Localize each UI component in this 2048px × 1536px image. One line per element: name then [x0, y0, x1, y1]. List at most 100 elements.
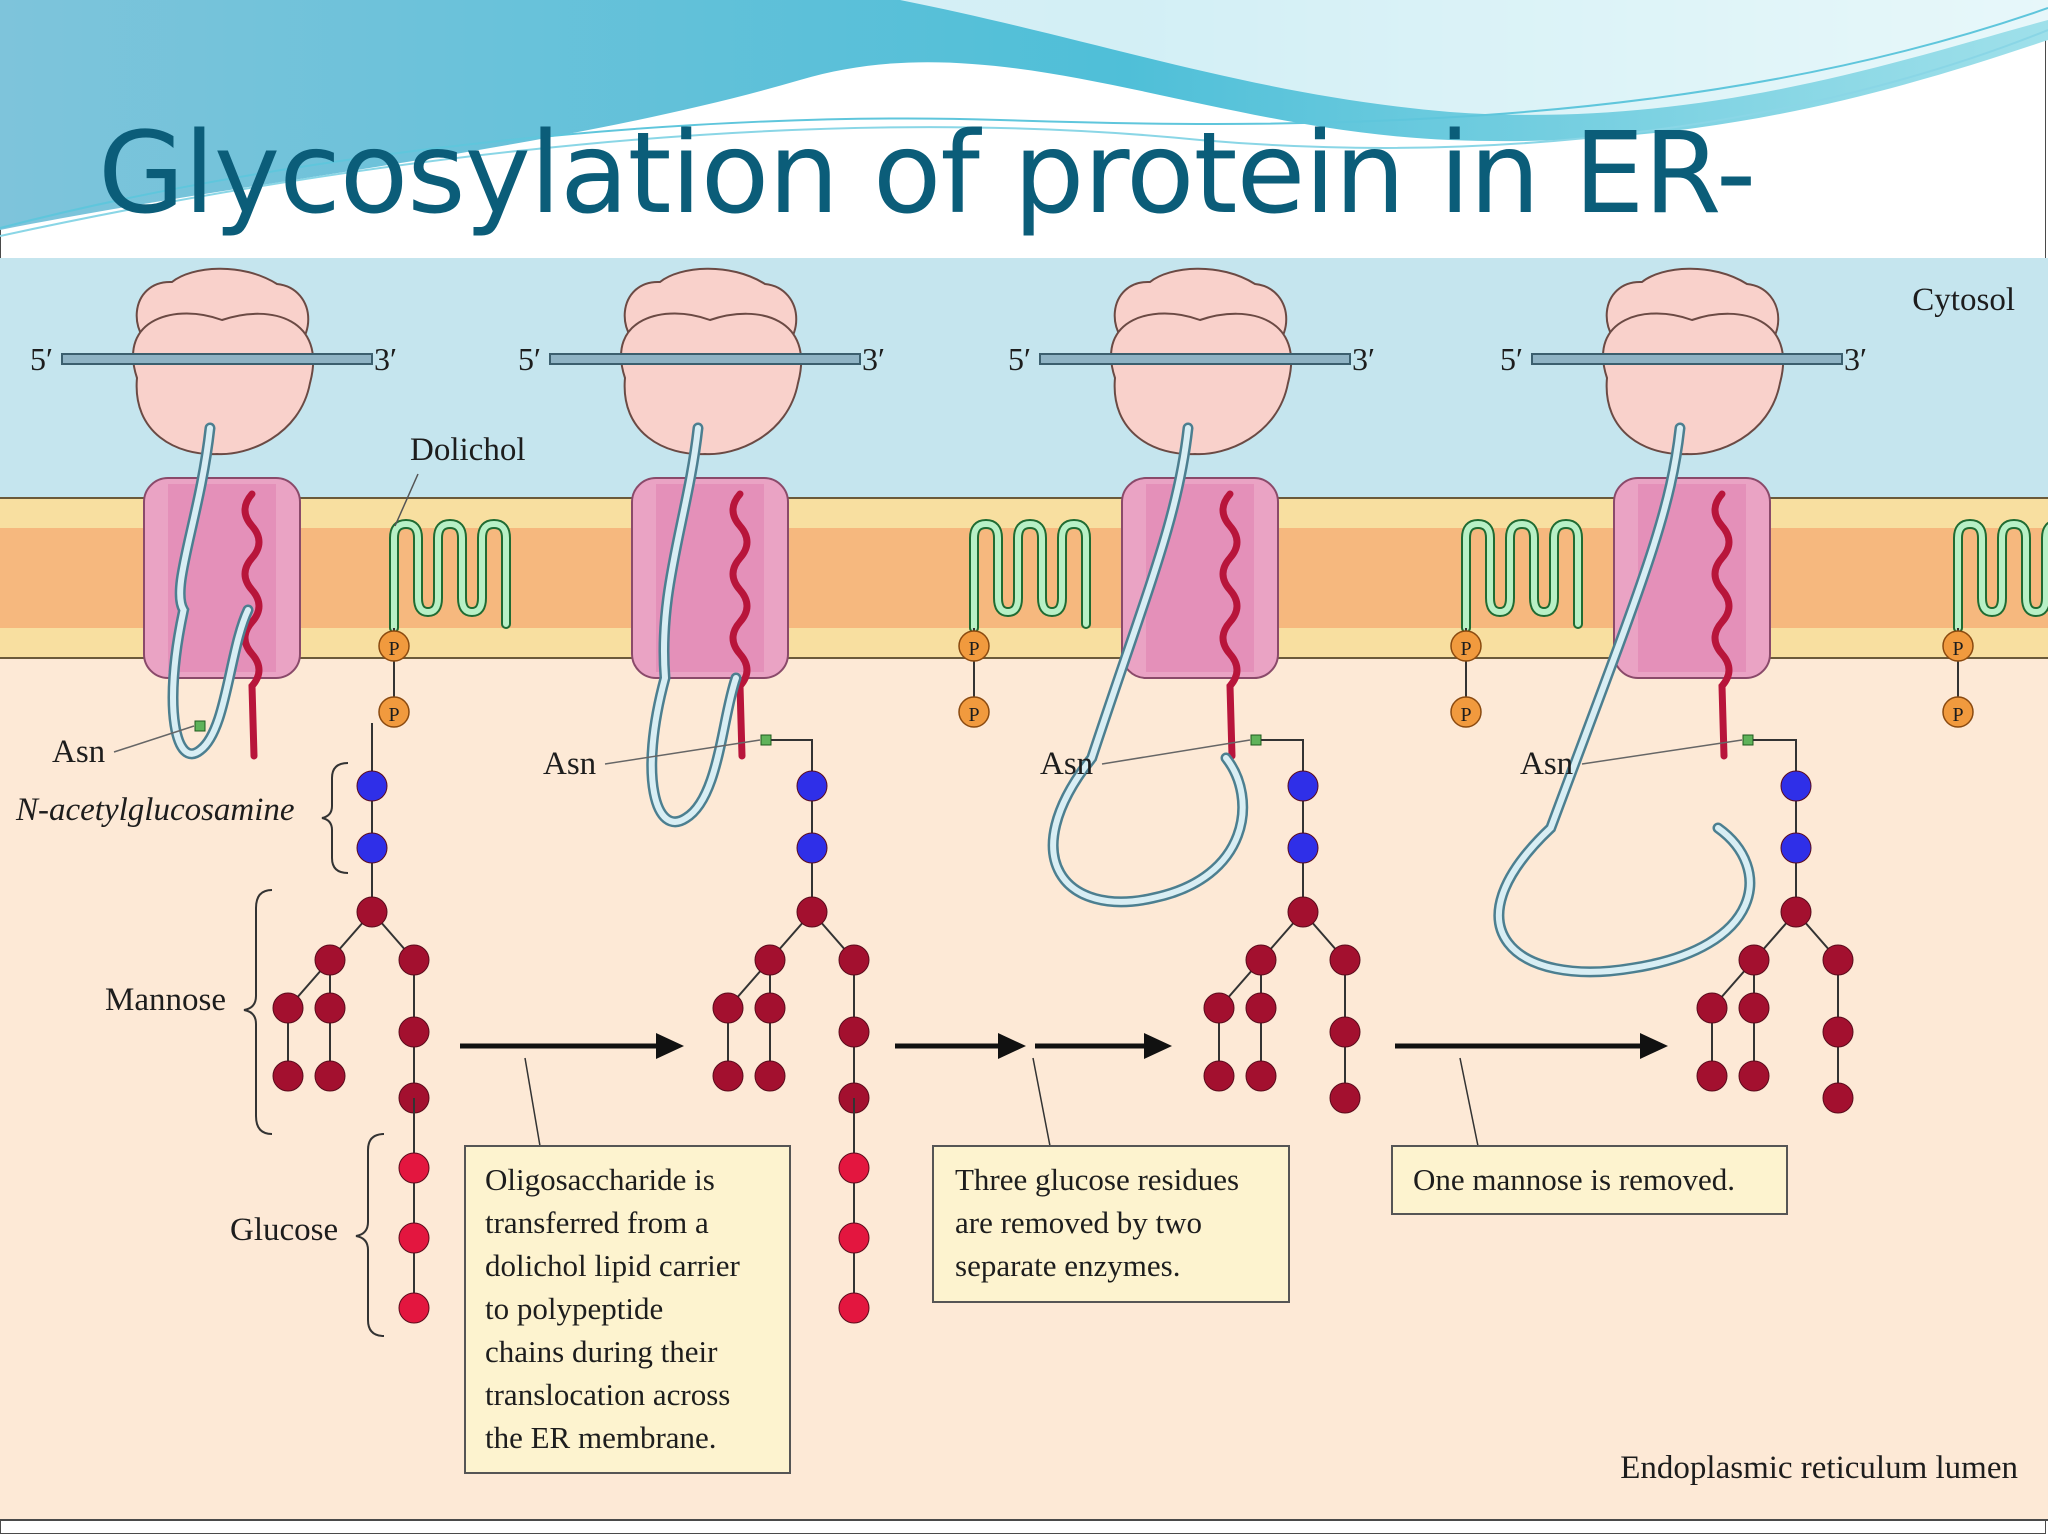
phosphate-label: P	[1460, 638, 1471, 660]
component-labels: Dolichol N-acetylglucosamine Mannose Glu…	[15, 432, 525, 1337]
mrna-strand	[61, 353, 373, 365]
glycosylation-diagram: Cytosol Endoplasmic reticulum lumen 5′ 3′…	[0, 258, 2048, 1521]
dolichol-lipid	[1955, 520, 2048, 631]
callout-step-2: Three glucose residues are removed by tw…	[932, 1057, 1290, 1303]
phosphate	[1450, 630, 1482, 662]
mannose-residue	[1738, 992, 1770, 1024]
wave-line	[0, 29, 2048, 237]
phosphate	[958, 696, 990, 728]
mannose-residue	[754, 944, 786, 976]
signal-sequence	[1711, 490, 1733, 760]
asn-residue	[1742, 734, 1754, 746]
mannose-residue	[1822, 1082, 1854, 1114]
mrna-5-prime: 5′	[30, 341, 53, 377]
slide-title: Glycosylation of protein in ER-	[98, 109, 1756, 239]
n-acetylglucosamine-brace	[321, 762, 349, 874]
mrna-3-prime: 3′	[862, 341, 885, 377]
asn-label: Asn	[543, 746, 596, 782]
dolichol-lipid	[1463, 520, 1581, 631]
translocon-channel	[1146, 484, 1254, 672]
glucose-brace	[355, 1133, 385, 1337]
cytosol-label: Cytosol	[1912, 282, 2015, 318]
mannose-residue	[314, 944, 346, 976]
callout-box	[932, 1145, 1290, 1303]
polypeptide-chain	[170, 425, 251, 757]
mannose-residue	[1696, 992, 1728, 1024]
mrna-strand	[1531, 353, 1843, 365]
dolichol-lipid	[971, 520, 1089, 631]
mannose-residue	[712, 1060, 744, 1092]
mannose-residue	[838, 1016, 870, 1048]
asn-label: Asn	[1040, 746, 1093, 782]
asn-label: Asn	[1520, 746, 1573, 782]
mannose-residue	[1245, 992, 1277, 1024]
ribosome-large-subunit	[132, 312, 315, 456]
phosphate-label: P	[968, 638, 979, 660]
mannose-residue	[398, 944, 430, 976]
glucose-label: Glucose	[230, 1212, 338, 1248]
asn-residue	[194, 720, 206, 732]
mannose-residue	[796, 896, 828, 928]
ribosome-large-subunit	[620, 312, 803, 456]
callout-text: Three glucose residues are removed by tw…	[955, 1162, 1247, 1283]
callout-text: Oligosaccharide is transferred from a do…	[485, 1162, 748, 1455]
phosphate	[378, 696, 410, 728]
mannose-residue	[754, 1060, 786, 1092]
callout-box	[464, 1145, 791, 1474]
n-acetylglucosamine-residue	[796, 770, 828, 802]
asn-leader	[1581, 739, 1743, 765]
dolichol-leader	[394, 473, 419, 527]
phosphate	[378, 630, 410, 662]
mrna-3-prime: 3′	[374, 341, 397, 377]
polypeptide-chain	[1050, 425, 1246, 905]
ribosome-large-subunit	[1110, 312, 1293, 456]
mrna-strand	[1039, 353, 1351, 365]
mannose-residue	[1738, 1060, 1770, 1092]
mannose-residue	[314, 992, 346, 1024]
mrna-5-prime: 5′	[518, 341, 541, 377]
mannose-residue	[712, 992, 744, 1024]
n-acetylglucosamine-residue	[1780, 832, 1812, 864]
mannose-residue	[398, 1016, 430, 1048]
lumen-label: Endoplasmic reticulum lumen	[1620, 1450, 2018, 1486]
glucose-residue	[838, 1222, 870, 1254]
glucose-residue	[398, 1292, 430, 1324]
ribosome-large-subunit	[1602, 312, 1785, 456]
callout-step-1: Oligosaccharide is transferred from a do…	[464, 1057, 791, 1474]
mannose-residue	[1203, 992, 1235, 1024]
translocon-channel	[1638, 484, 1746, 672]
callout-box	[1391, 1145, 1788, 1215]
header-wave	[0, 0, 2048, 237]
asn-residue	[1250, 734, 1262, 746]
phosphate-label: P	[1952, 704, 1963, 726]
mannose-residue	[1329, 1016, 1361, 1048]
n-acetylglucosamine-residue	[1287, 832, 1319, 864]
mannose-residue	[1329, 944, 1361, 976]
wave-highlight	[900, 0, 2048, 115]
phosphate	[1450, 696, 1482, 728]
phosphate-label: P	[388, 638, 399, 660]
asn-leader	[604, 739, 761, 765]
asn-residue	[760, 734, 772, 746]
mannose-residue	[838, 944, 870, 976]
mannose-residue	[1287, 896, 1319, 928]
asn-leader	[113, 725, 195, 753]
phosphate-label: P	[1460, 704, 1471, 726]
glucose-residue	[398, 1152, 430, 1184]
mannose-residue	[1245, 1060, 1277, 1092]
mannose-residue	[1822, 944, 1854, 976]
mrna-3-prime: 3′	[1844, 341, 1867, 377]
callout-text: One mannose is removed.	[1413, 1162, 1735, 1197]
arrow-step-2a	[895, 1033, 1026, 1059]
mannose-residue	[1780, 896, 1812, 928]
n-acetylglucosamine-residue	[1287, 770, 1319, 802]
phosphate	[958, 630, 990, 662]
glucose-residue	[838, 1292, 870, 1324]
signal-sequence	[1219, 490, 1241, 760]
mannose-residue	[1245, 944, 1277, 976]
asn-label: Asn	[52, 734, 105, 770]
arrow-step-1	[460, 1033, 684, 1059]
